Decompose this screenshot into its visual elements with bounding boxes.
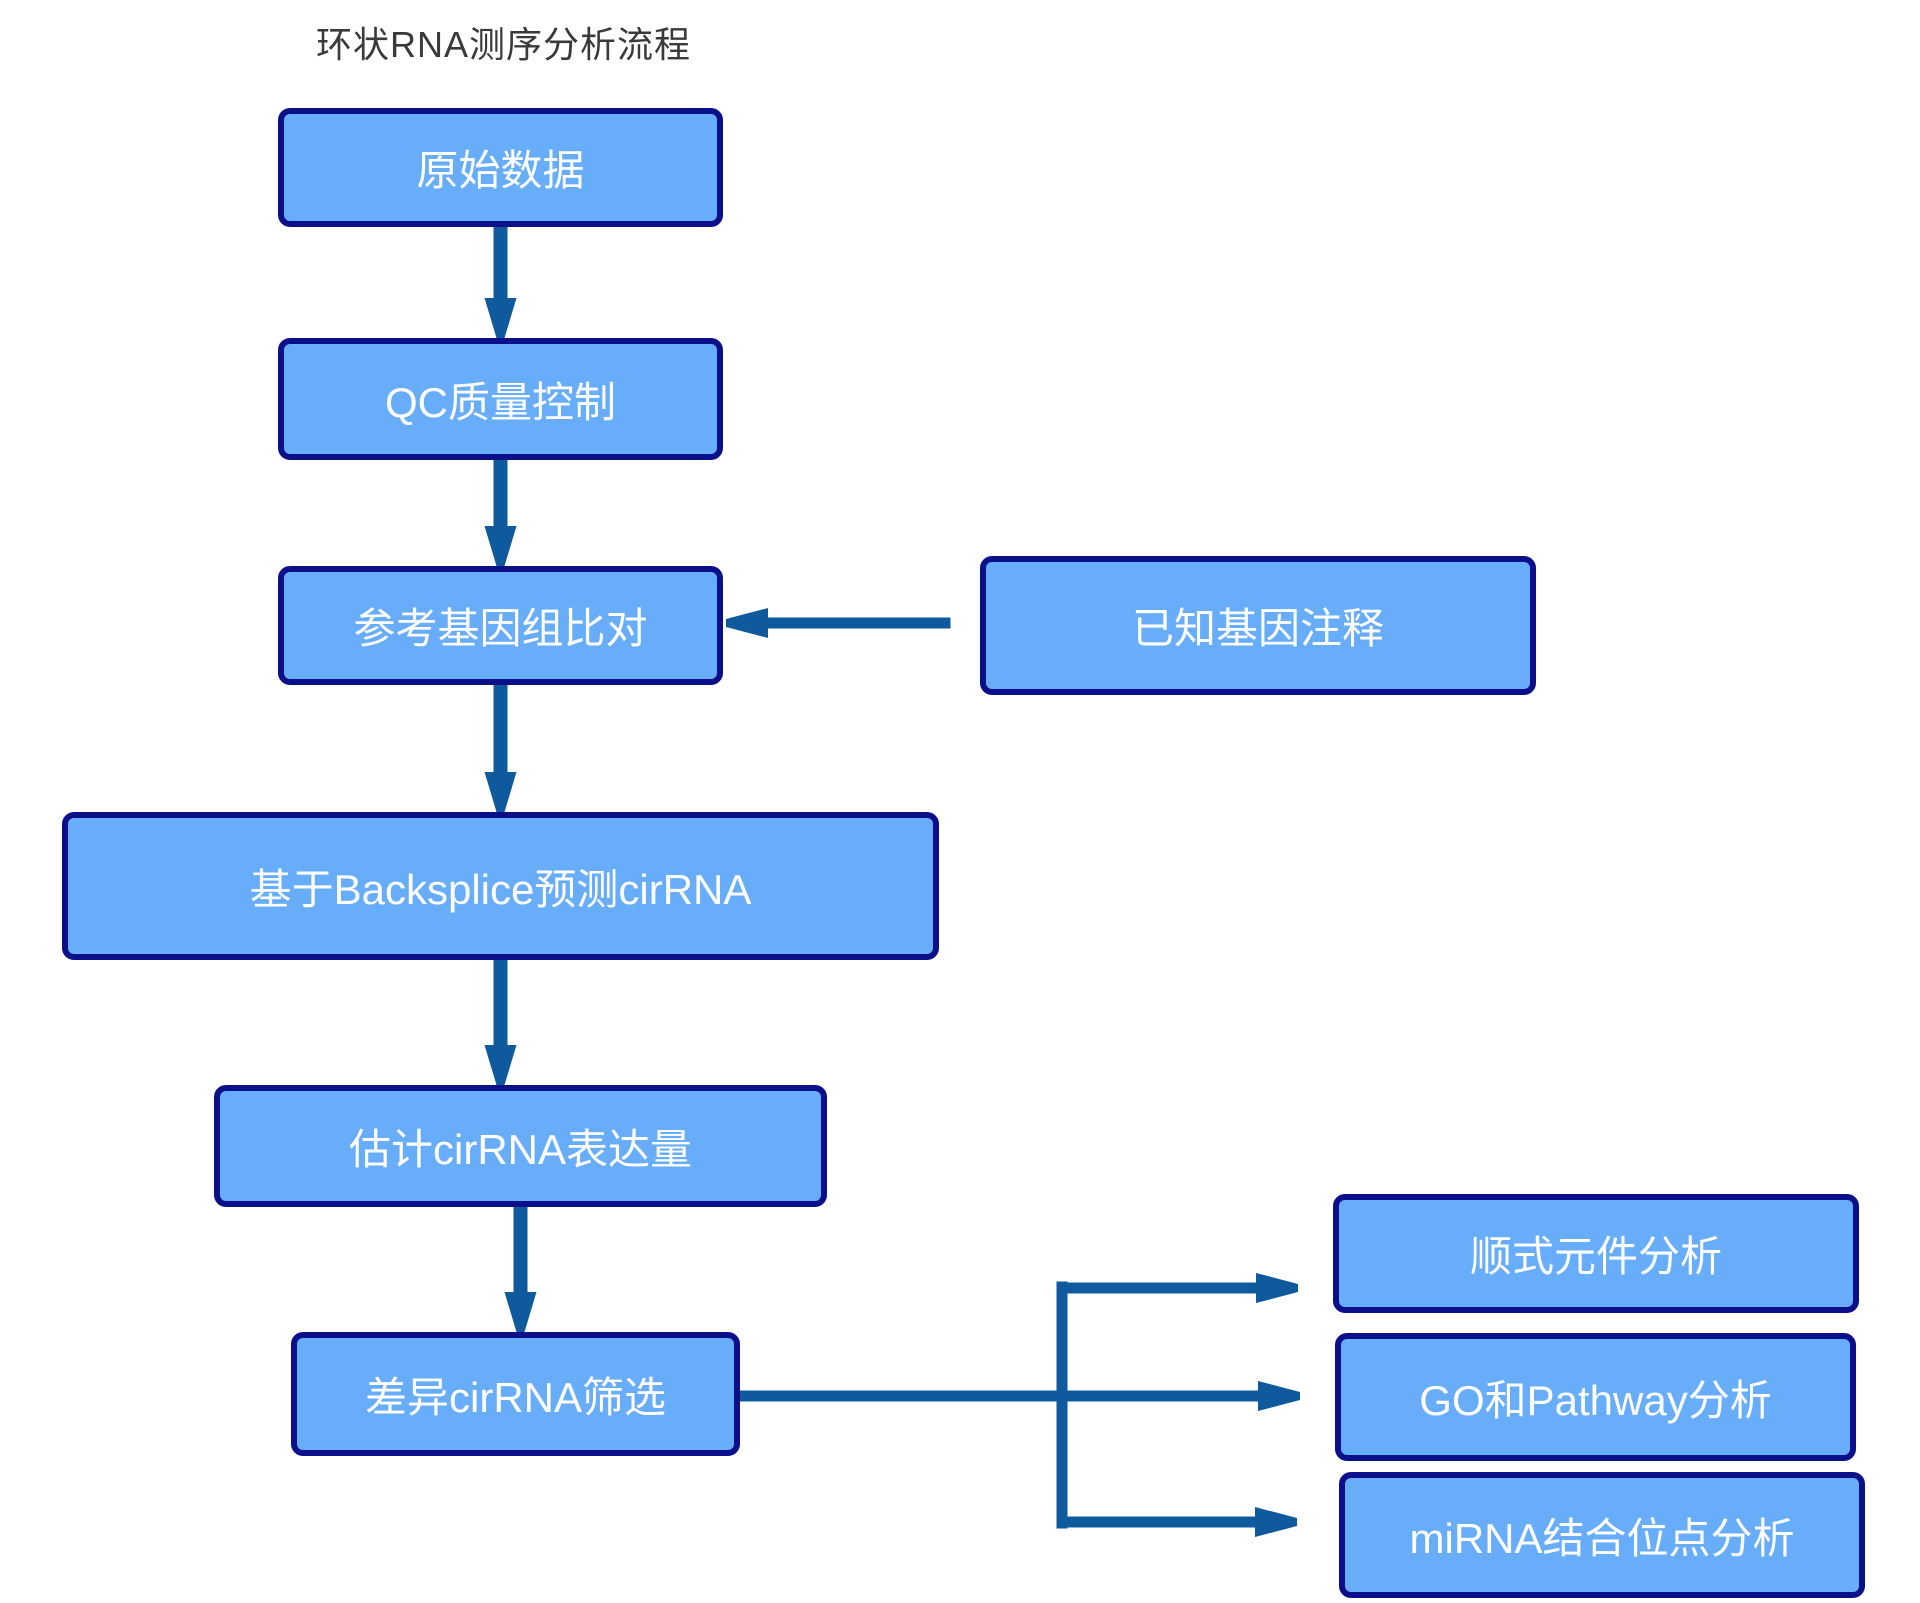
- node-cis-element: 顺式元件分析: [1333, 1194, 1859, 1313]
- arrow-diff-screen-to-mirna-binding: [1056, 1507, 1297, 1537]
- arrow-ref-align-to-backsplice: [484, 680, 517, 812]
- node-go-pathway: GO和Pathway分析: [1335, 1333, 1856, 1461]
- node-backsplice-predict-label: 基于Backsplice预测cirRNA: [249, 865, 752, 913]
- node-expression-estimate: 估计cirRNA表达量: [214, 1085, 827, 1207]
- node-expression-estimate-label: 估计cirRNA表达量: [349, 1125, 692, 1173]
- node-known-annotation-label: 已知基因注释: [1131, 605, 1384, 652]
- node-mirna-binding: miRNA结合位点分析: [1339, 1472, 1865, 1598]
- arrow-backsplice-to-expression: [484, 955, 517, 1085]
- node-mirna-binding-label: miRNA结合位点分析: [1409, 1514, 1795, 1562]
- arrow-raw-data-to-qc: [484, 222, 517, 338]
- node-go-pathway-label: GO和Pathway分析: [1419, 1376, 1772, 1424]
- node-backsplice-predict: 基于Backsplice预测cirRNA: [62, 812, 939, 960]
- arrow-diff-screen-to-cis-element: [1056, 1273, 1298, 1303]
- node-cis-element-label: 顺式元件分析: [1469, 1233, 1722, 1280]
- node-diff-screen: 差异cirRNA筛选: [291, 1332, 740, 1456]
- node-ref-align-label: 参考基因组比对: [353, 605, 648, 652]
- connector-branch-trunk: [734, 1281, 1266, 1529]
- node-diff-screen-label: 差异cirRNA筛选: [365, 1373, 666, 1421]
- flowchart-title: 环状RNA测序分析流程: [316, 24, 692, 65]
- node-qc-label: QC质量控制: [384, 378, 616, 426]
- node-raw-data: 原始数据: [278, 108, 723, 227]
- arrow-known-annotation-to-ref-align: [726, 608, 951, 638]
- node-raw-data-label: 原始数据: [416, 147, 585, 194]
- node-qc: QC质量控制: [278, 338, 723, 460]
- arrow-diff-screen-to-go-pathway: [1258, 1381, 1300, 1411]
- node-known-annotation: 已知基因注释: [980, 556, 1536, 695]
- node-ref-align: 参考基因组比对: [278, 566, 723, 685]
- arrow-qc-to-ref-align: [484, 455, 517, 566]
- arrow-expression-to-diff-screen: [504, 1202, 537, 1332]
